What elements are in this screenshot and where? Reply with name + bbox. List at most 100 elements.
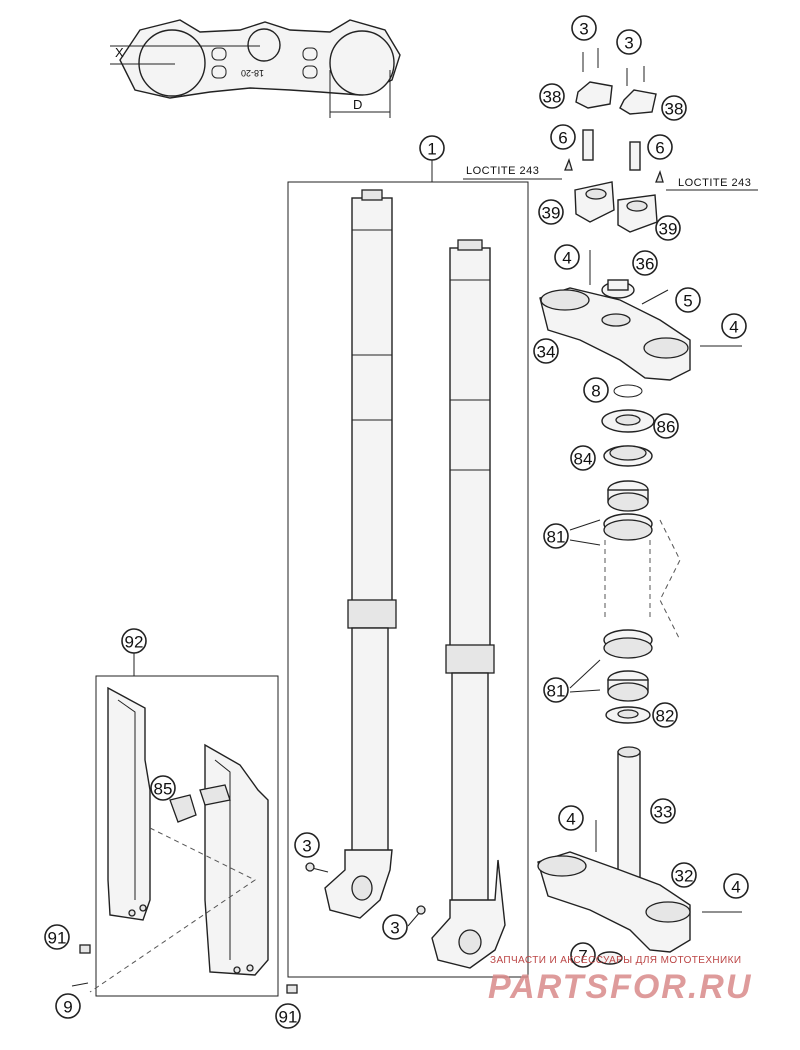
loctite-label-left: LOCTITE 243 — [466, 165, 539, 177]
callout-91b: 91 — [275, 1003, 301, 1029]
callout-39a: 39 — [538, 199, 564, 225]
watermark-logo: PARTSFOR.RU — [488, 968, 753, 1006]
callout-7: 7 — [570, 942, 596, 968]
bolt-6-left — [582, 129, 594, 161]
callout-4b: 4 — [721, 313, 747, 339]
upper-triple-clamp-34 — [539, 287, 691, 381]
nut-36 — [601, 279, 635, 299]
fork-leg-frame — [287, 181, 529, 978]
loctite-drop-right — [655, 170, 664, 183]
callout-4c: 4 — [558, 805, 584, 831]
svg-text:39: 39 — [542, 204, 561, 223]
fork-bolt-right — [407, 905, 426, 927]
svg-text:92: 92 — [125, 633, 144, 652]
svg-text:3: 3 — [624, 34, 633, 53]
loctite-drop-left — [564, 158, 573, 171]
callout-4a: 4 — [554, 244, 580, 270]
svg-text:81: 81 — [547, 528, 566, 547]
svg-text:4: 4 — [729, 318, 738, 337]
svg-text:33: 33 — [654, 803, 673, 822]
svg-text:4: 4 — [562, 249, 571, 268]
dim-x-label: X — [115, 45, 124, 60]
svg-text:3: 3 — [579, 20, 588, 39]
svg-text:38: 38 — [665, 100, 684, 119]
svg-text:4: 4 — [566, 810, 575, 829]
seal-86 — [601, 409, 655, 433]
callout-33: 33 — [650, 798, 676, 824]
callout-6a: 6 — [550, 124, 576, 150]
callout-6b: 6 — [647, 134, 673, 160]
screw-5 — [641, 289, 669, 305]
svg-text:81: 81 — [547, 682, 566, 701]
bar-mount-39-right — [617, 194, 658, 233]
watermark-caption: ЗАПЧАСТИ И АКСЕССУАРЫ ДЛЯ МОТОТЕХНИКИ — [490, 955, 742, 966]
callout-38a: 38 — [539, 83, 565, 109]
triple-clamp-top-view: X D 18-20 — [110, 19, 401, 118]
svg-text:6: 6 — [558, 129, 567, 148]
svg-text:39: 39 — [659, 220, 678, 239]
seal-82 — [605, 706, 651, 724]
callout-9: 9 — [55, 993, 81, 1019]
svg-text:7: 7 — [578, 947, 587, 966]
svg-text:3: 3 — [390, 919, 399, 938]
callout-85: 85 — [150, 775, 176, 801]
loctite-label-right: LOCTITE 243 — [678, 177, 751, 189]
callout-81a: 81 — [543, 523, 569, 549]
callout-91a: 91 — [44, 924, 70, 950]
callout-38b: 38 — [661, 95, 687, 121]
steering-stem-33 — [617, 746, 641, 883]
svg-text:8: 8 — [591, 382, 600, 401]
svg-text:3: 3 — [302, 837, 311, 856]
fork-guard-right — [199, 743, 269, 976]
handlebar-clamp-38-right — [619, 89, 657, 115]
fork-guard-left — [107, 686, 151, 921]
callout-84: 84 — [570, 445, 596, 471]
fork-leg-left — [324, 189, 397, 919]
lower-triple-clamp-32 — [537, 851, 691, 953]
callout-34: 34 — [533, 338, 559, 364]
bearing-race-lower — [603, 629, 653, 659]
svg-text:1: 1 — [427, 140, 436, 159]
bearing-race-upper — [603, 513, 653, 541]
bar-mount-39-left — [574, 181, 615, 223]
svg-text:38: 38 — [543, 88, 562, 107]
callout-36: 36 — [632, 250, 658, 276]
svg-text:82: 82 — [656, 707, 675, 726]
callout-82: 82 — [652, 702, 678, 728]
callout-5: 5 — [675, 287, 701, 313]
bearing-81-lower — [607, 670, 649, 702]
svg-text:91: 91 — [279, 1008, 298, 1027]
fork-bolt-left — [305, 862, 329, 873]
callout-92: 92 — [121, 628, 147, 654]
svg-text:36: 36 — [636, 255, 655, 274]
screw-9 — [71, 982, 89, 987]
dim-d-label: D — [353, 97, 362, 112]
dust-cover-84 — [603, 445, 653, 467]
fork-guard-frame — [95, 675, 279, 997]
fork-leg-right — [431, 239, 506, 969]
callout-3a: 3 — [571, 15, 597, 41]
svg-text:6: 6 — [655, 139, 664, 158]
callout-39b: 39 — [655, 215, 681, 241]
handlebar-clamp-38-left — [575, 81, 613, 109]
nut-91-guard — [79, 944, 91, 954]
svg-text:32: 32 — [675, 867, 694, 886]
bearing-81-upper — [607, 480, 649, 512]
svg-text:4: 4 — [731, 878, 740, 897]
svg-text:91: 91 — [48, 929, 67, 948]
callout-32: 32 — [671, 862, 697, 888]
o-ring-8 — [613, 384, 643, 398]
callout-8: 8 — [583, 377, 609, 403]
callout-86: 86 — [653, 413, 679, 439]
callout-1: 1 — [419, 135, 445, 161]
svg-text:5: 5 — [683, 292, 692, 311]
nut-7 — [597, 951, 623, 965]
svg-text:85: 85 — [154, 780, 173, 799]
svg-text:84: 84 — [574, 450, 593, 469]
bolts-3-top — [582, 48, 645, 86]
svg-text:86: 86 — [657, 418, 676, 437]
callout-3b: 3 — [616, 29, 642, 55]
callout-4d: 4 — [723, 873, 749, 899]
svg-text:34: 34 — [537, 343, 556, 362]
